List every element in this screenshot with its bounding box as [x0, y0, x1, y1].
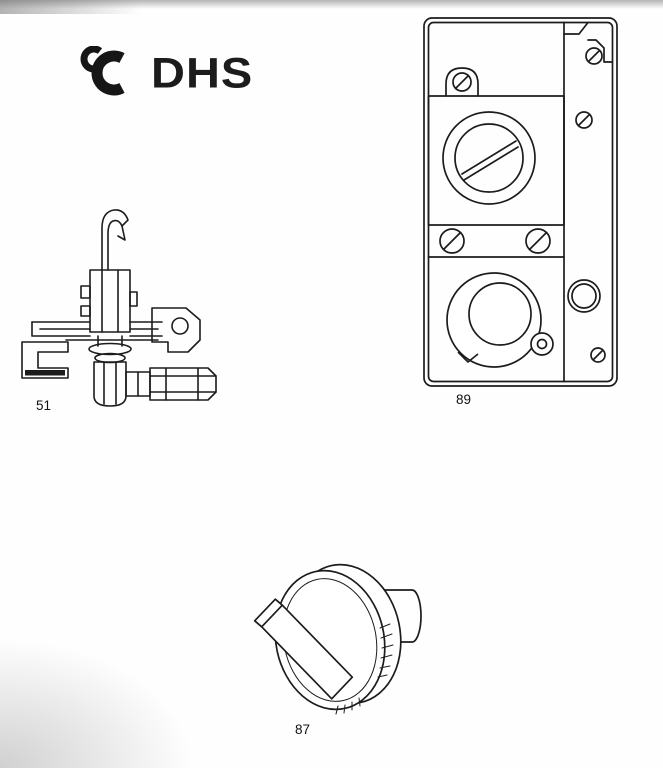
- part-51-label: 51: [36, 398, 52, 413]
- part-89-label: 89: [456, 392, 472, 407]
- rim-hatching: [335, 623, 394, 715]
- knob-wing: [253, 598, 354, 700]
- part-87-label: 87: [295, 722, 311, 737]
- figure-part-51: 51: [10, 200, 245, 420]
- scan-edge-shadow-top-left: [0, 0, 140, 14]
- top-tab-screw: [445, 67, 479, 97]
- dhs-logo: DHS: [74, 46, 253, 98]
- side-bracket: [151, 307, 201, 353]
- corner-bracket: [563, 21, 614, 65]
- gasket: [446, 272, 554, 368]
- dhs-logo-text: DHS: [151, 48, 254, 96]
- middle-band-screws: [427, 228, 565, 258]
- figure-part-89: 89: [412, 10, 622, 410]
- scan-edge-shadow-top: [0, 0, 663, 9]
- hex-fitting-horizontal: [125, 367, 217, 401]
- vertical-body: [80, 269, 138, 333]
- part-89-drawing: [423, 17, 618, 387]
- left-angle-piece: [21, 341, 69, 379]
- dhs-chevron-icon: [80, 46, 125, 96]
- hex-nut-vertical: [93, 361, 127, 407]
- mounting-plate: [31, 321, 163, 341]
- part-51-drawing: [21, 209, 217, 407]
- bezel-window: [427, 95, 565, 226]
- hook-clip: [101, 209, 129, 271]
- figure-part-87: 87: [242, 538, 432, 738]
- scan-edge-shadow-bottom-left: [0, 628, 210, 768]
- part-87-drawing: [253, 563, 422, 715]
- side-strip-details: [567, 111, 606, 363]
